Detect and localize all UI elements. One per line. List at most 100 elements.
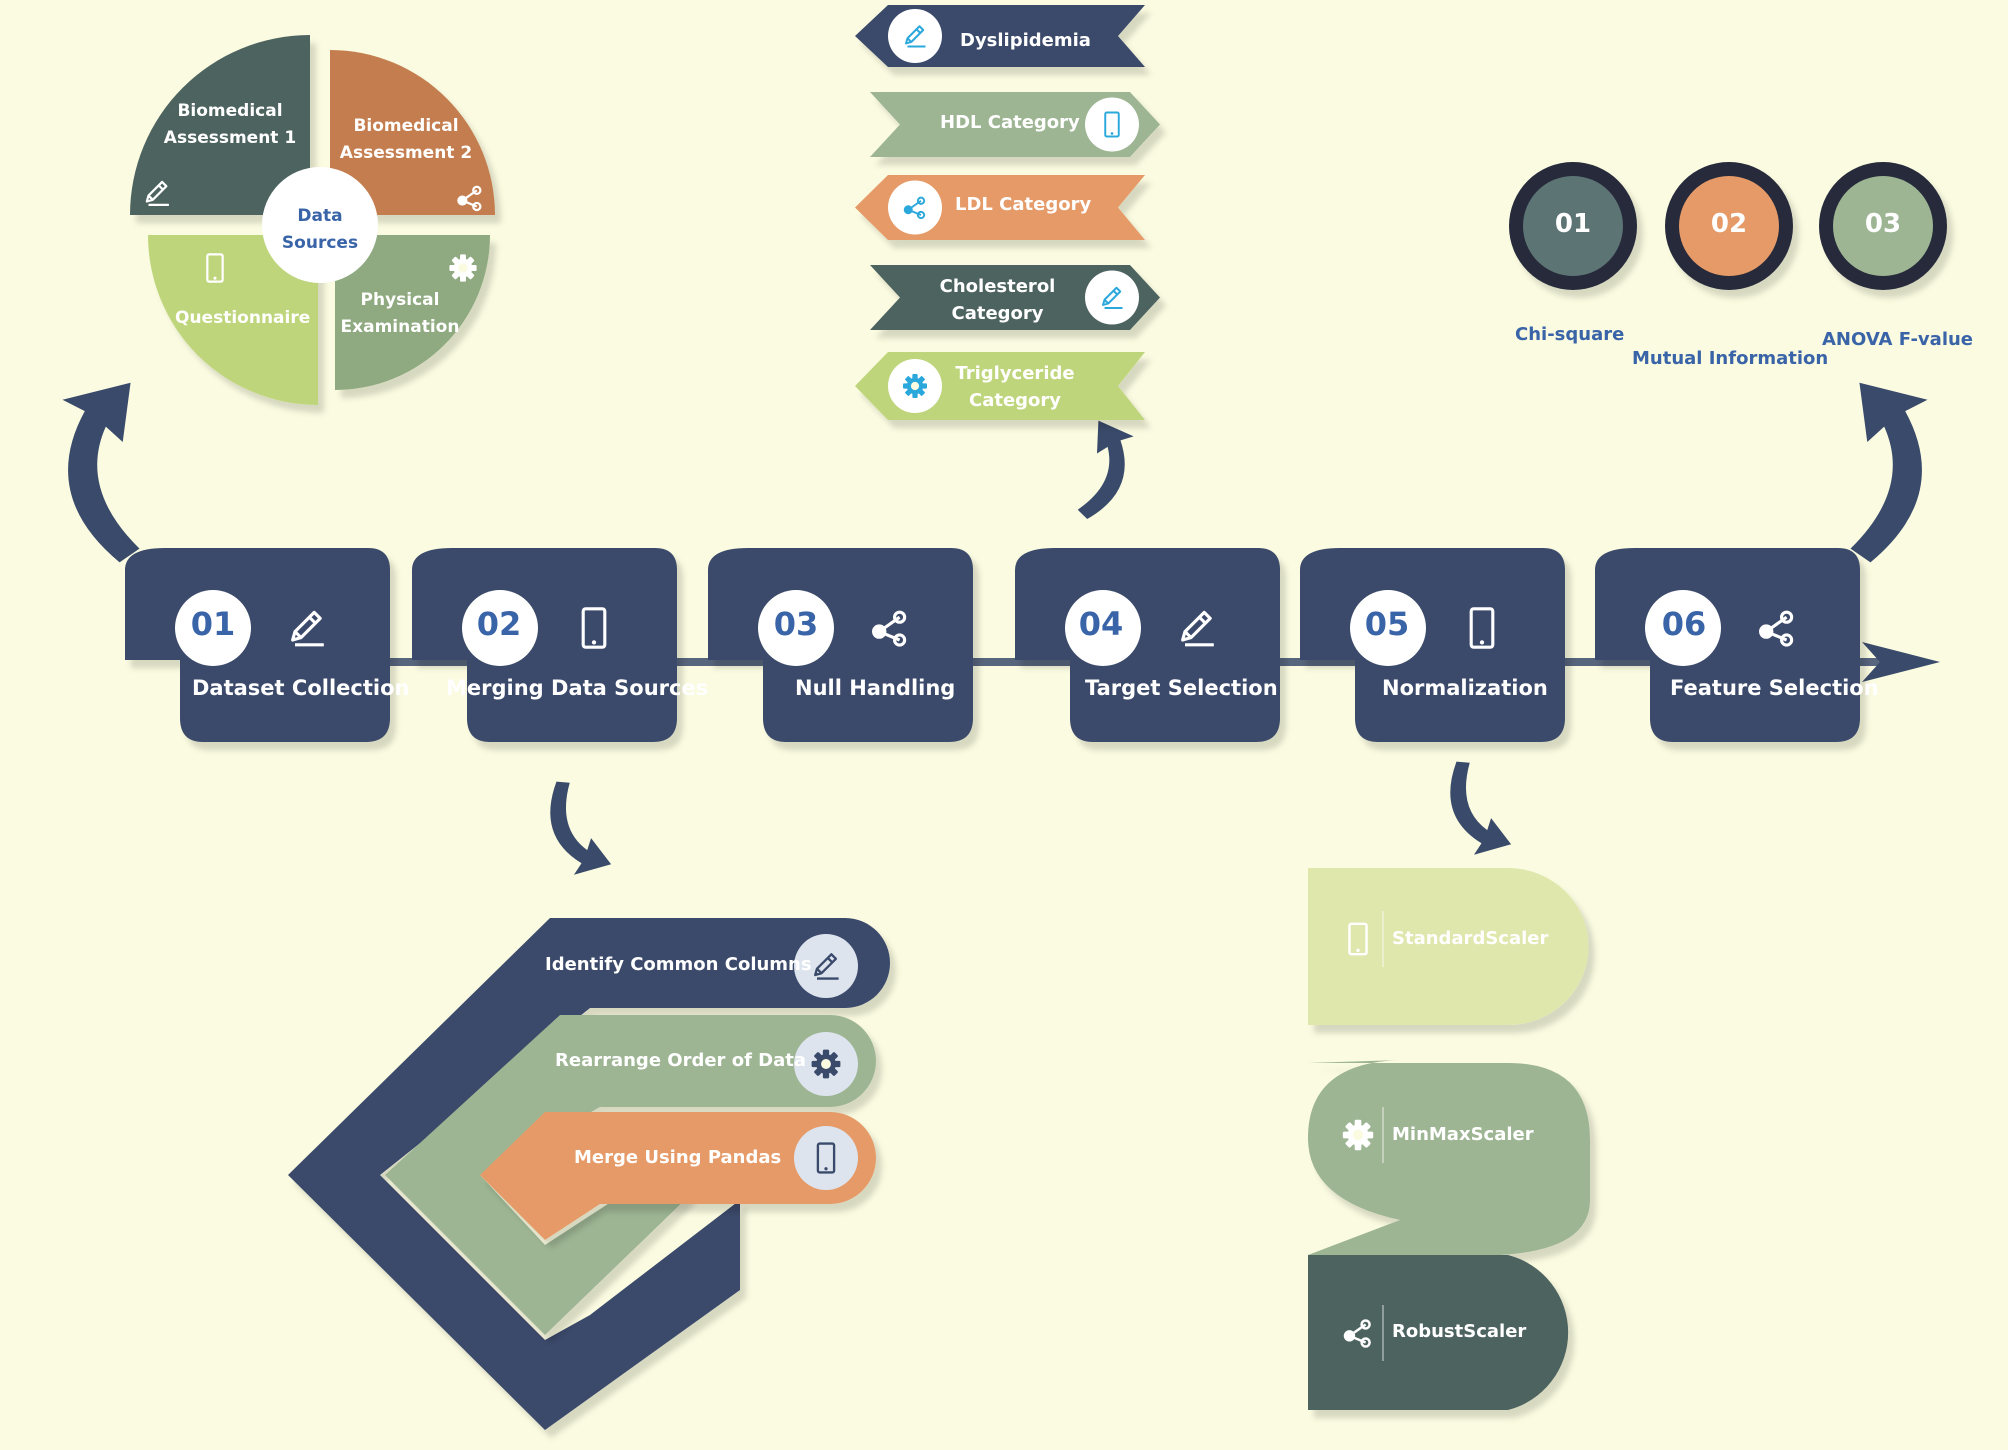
feature-method [1509, 162, 1637, 290]
chevron-merge-using-pandas [480, 1112, 876, 1240]
target-label-ldl: LDL Category [955, 194, 1092, 215]
method-label-anova: ANOVA F-value [1822, 329, 1974, 350]
target-item [855, 5, 1145, 67]
merge-icon-disc [794, 934, 858, 998]
curved-arrows [62, 382, 1928, 875]
step-number-badge [175, 590, 251, 666]
pie-quadrant-physical-exam [335, 235, 490, 390]
target-label-triglyceride: Triglyceride Category [955, 363, 1075, 411]
step-label-null-handling: Null Handling [795, 676, 956, 700]
pipeline-step [1595, 548, 1860, 742]
pie-center-label: Data Sources [281, 206, 359, 253]
pie-quadrant-questionnaire [148, 235, 318, 405]
pie-label-biomedical-1: Biomedical Assessment 1 [163, 101, 297, 148]
scaler-block-robust [1308, 1255, 1569, 1410]
pipeline-step [708, 548, 973, 742]
curved-arrow-to-data-sources [62, 382, 140, 563]
gear-icon [811, 1049, 841, 1079]
step-number-badge [462, 590, 538, 666]
scaler-stack [1308, 868, 1590, 1410]
pie-center-circle [262, 167, 378, 283]
chevron-rearrange-order [385, 1015, 876, 1335]
gear-icon [1342, 1119, 1374, 1151]
pie-label-questionnaire: Questionnaire [175, 308, 311, 328]
target-icon-disc [1085, 97, 1139, 152]
pie-label-physical-exam: Physical Examination [340, 290, 460, 337]
target-icon-disc [888, 9, 942, 63]
feature-method-list [1509, 162, 1947, 290]
step-number-04: 04 [1078, 605, 1124, 643]
target-label-cholesterol: Cholesterol Category [939, 276, 1056, 324]
chevron-identify-common-columns [288, 918, 890, 1430]
merge-icon-disc [794, 1126, 858, 1190]
target-list [855, 5, 1160, 420]
step-number-05: 05 [1364, 605, 1410, 643]
curved-arrow-to-scalers [1450, 761, 1512, 855]
step-number-03: 03 [773, 605, 819, 643]
pipeline-arrowhead-icon [1862, 642, 1940, 682]
scaler-label-minmax: MinMaxScaler [1392, 1124, 1534, 1145]
target-icon-disc [888, 180, 942, 235]
merge-label-merge-using-pandas: Merge Using Pandas [574, 1147, 782, 1168]
method-disc [1523, 176, 1623, 276]
data-sources-pie [130, 35, 495, 405]
step-number-02: 02 [476, 605, 522, 643]
step-number-badge [1350, 590, 1426, 666]
scaler-label-standard: StandardScaler [1392, 928, 1549, 949]
step-label-dataset-collection: Dataset Collection [192, 676, 410, 700]
merge-label-rearrange-order: Rearrange Order of Data [555, 1050, 807, 1071]
scaler-label-robust: RobustScaler [1392, 1321, 1527, 1342]
target-item [870, 92, 1160, 157]
step-card [708, 548, 973, 742]
step-card [1595, 548, 1860, 742]
pipeline-step [1300, 548, 1565, 742]
curved-arrow-to-merge-steps [550, 781, 612, 875]
method-label-chi-square: Chi-square [1515, 324, 1625, 345]
target-label-dyslipidemia: Dyslipidemia [960, 30, 1091, 51]
step-card [412, 548, 677, 742]
merge-label-identify-common-columns: Identify Common Columns [545, 954, 812, 975]
step-label-merging-data-sources: Merging Data Sources [446, 676, 709, 700]
method-number-03: 03 [1864, 209, 1902, 239]
method-disc [1679, 176, 1779, 276]
step-card [1300, 548, 1565, 742]
pipeline-step [125, 548, 390, 742]
curved-arrow-to-feature-methods [1850, 382, 1928, 563]
step-number-01: 01 [190, 605, 236, 643]
gear-icon [903, 374, 927, 398]
step-card [1015, 548, 1280, 742]
method-number-01: 01 [1554, 209, 1592, 239]
target-item [870, 265, 1160, 330]
pie-quadrant-biomedical-1 [130, 35, 310, 215]
pie-label-biomedical-2: Biomedical Assessment 2 [339, 116, 473, 163]
gear-icon [449, 254, 477, 282]
method-label-mutual-information: Mutual Information [1632, 348, 1829, 369]
curved-arrow-to-targets [1077, 420, 1134, 520]
step-number-badge [1645, 590, 1721, 666]
target-item [855, 175, 1145, 240]
step-number-badge [1065, 590, 1141, 666]
pie-quadrant-biomedical-2 [330, 50, 495, 215]
pipeline-step [1015, 548, 1280, 742]
feature-method [1819, 162, 1947, 290]
feature-method [1665, 162, 1793, 290]
pipeline [125, 548, 1940, 742]
method-disc [1833, 176, 1933, 276]
method-number-02: 02 [1710, 209, 1748, 239]
step-number-06: 06 [1661, 605, 1707, 643]
target-icon-disc [1085, 270, 1139, 325]
step-label-target-selection: Target Selection [1085, 676, 1278, 700]
step-label-normalization: Normalization [1382, 676, 1548, 700]
step-number-badge [758, 590, 834, 666]
merge-chevrons [288, 918, 890, 1430]
scaler-block-minmax [1308, 1060, 1590, 1255]
pipeline-step [412, 548, 677, 742]
target-label-hdl: HDL Category [940, 112, 1080, 133]
scaler-block-standard [1308, 868, 1589, 1025]
target-banner [870, 92, 1160, 157]
step-label-feature-selection: Feature Selection [1670, 676, 1879, 700]
target-item [855, 352, 1145, 420]
target-banner [870, 265, 1160, 330]
step-card [125, 548, 390, 742]
